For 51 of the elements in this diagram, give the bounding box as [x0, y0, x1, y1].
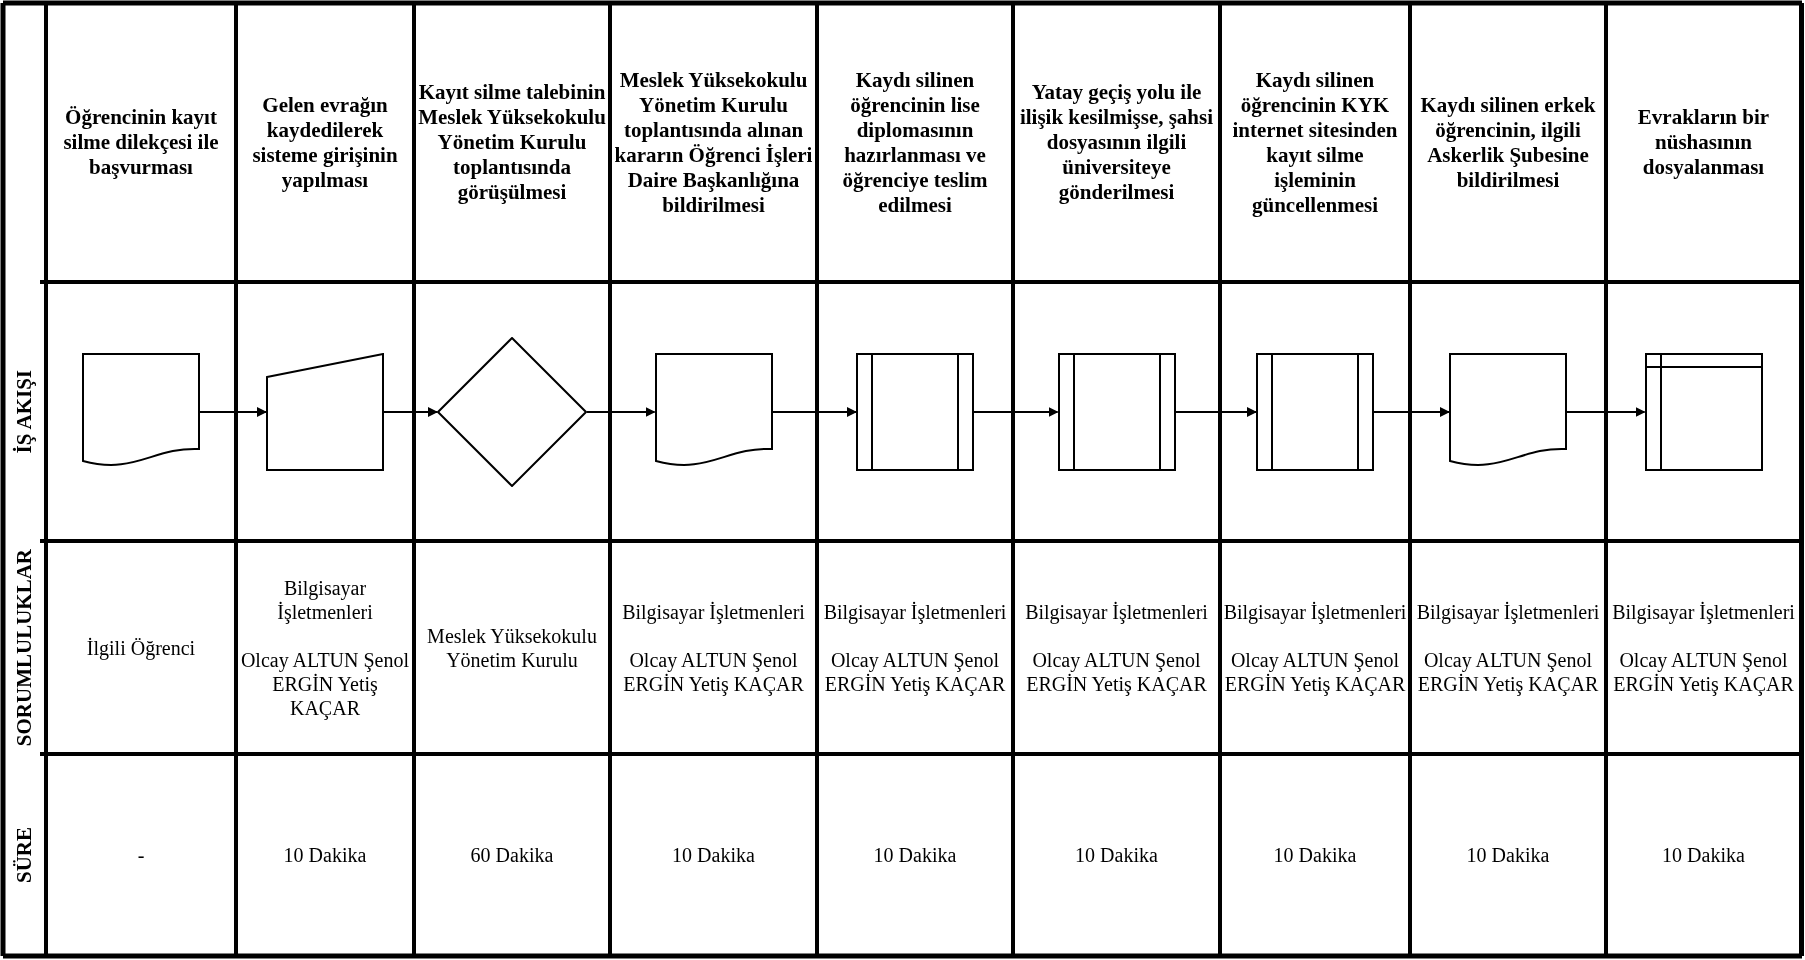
process-box	[1057, 353, 1176, 471]
row-heading: SÜRE	[12, 827, 37, 884]
duration-text: 10 Dakika	[283, 843, 367, 867]
process-box	[1644, 353, 1763, 471]
arrow	[586, 407, 656, 417]
step-heading: Kaydı silinen öğrencinin lise diplomasının hazırlanması ve öğrenciye teslim edilmesi	[841, 67, 989, 218]
step-heading: Kaydı silinen öğrencinin KYK internet sitesinden kayıt silme işleminin güncellenmesi	[1231, 67, 1399, 218]
responsible-text: Bilgisayar İşletmenleri	[276, 575, 374, 624]
duration-text: 10 Dakika	[1662, 843, 1745, 867]
duration-text: -	[137, 843, 145, 867]
manual-input-shape	[266, 353, 384, 471]
duration-text: 10 Dakika	[672, 843, 755, 867]
responsible-text: Olcay ALTUN Şenol ERGİN Yetiş KAÇAR	[239, 647, 411, 720]
arrow	[199, 407, 267, 417]
responsible-text: Bilgisayar İşletmenleri	[1612, 599, 1795, 624]
arrow	[771, 407, 857, 417]
duration-text: 10 Dakika	[1075, 843, 1158, 867]
responsible-text: İlgili Öğrenci	[86, 635, 196, 660]
responsible-text: Olcay ALTUN Şenol ERGİN Yetiş KAÇAR	[1416, 647, 1600, 696]
row-heading: İŞ AKIŞI	[12, 370, 37, 454]
arrow	[1174, 407, 1257, 417]
arrow	[973, 407, 1059, 417]
step-heading: Kaydı silinen erkek öğrencinin, ilgili Askerlik Şubesine bildirilmesi	[1419, 92, 1597, 193]
process-box	[856, 353, 974, 471]
responsible-text: Olcay ALTUN Şenol ERGİN Yetiş KAÇAR	[1025, 647, 1208, 696]
responsible-text: Bilgisayar İşletmenleri	[1416, 599, 1600, 624]
step-heading: Yatay geçiş yolu ile ilişik kesilmişse, şahsi dosyasının ilgili üniversiteye gönderilmesi	[1018, 80, 1215, 205]
responsible-text: Bilgisayar İşletmenleri	[1223, 599, 1407, 624]
responsible-text: Olcay ALTUN Şenol ERGİN Yetiş KAÇAR	[622, 647, 805, 696]
responsible-text: Bilgisayar İşletmenleri	[1025, 599, 1208, 624]
step-heading: Öğrencinin kayıt silme dilekçesi ile başvurması	[62, 105, 220, 180]
responsible-text: Olcay ALTUN Şenol ERGİN Yetiş KAÇAR	[1612, 647, 1795, 696]
responsible-text: Olcay ALTUN Şenol ERGİN Yetiş KAÇAR	[823, 647, 1007, 696]
decision-diamond	[437, 337, 587, 487]
responsible-text: Olcay ALTUN Şenol ERGİN Yetiş KAÇAR	[1223, 647, 1407, 696]
step-heading: Meslek Yüksekokulu Yönetim Kurulu toplantısında alınan kararın Öğrenci İşleri Daire Başkanlığına bildirilmesi	[613, 67, 814, 218]
duration-text: 10 Dakika	[1273, 843, 1357, 867]
duration-text: 10 Dakika	[873, 843, 957, 867]
row-heading: SORUMLULUKLAR	[12, 549, 37, 747]
arrow	[1566, 407, 1646, 417]
arrow	[383, 407, 438, 417]
step-heading: Kayıt silme talebinin Meslek Yüksekokulu Yönetim Kurulu toplantısında görüşülmesi	[417, 80, 607, 205]
arrow	[1373, 407, 1450, 417]
responsible-text: Meslek Yüksekokulu Yönetim Kurulu	[426, 623, 598, 672]
duration-text: 10 Dakika	[1466, 843, 1550, 867]
responsible-text: Bilgisayar İşletmenleri	[823, 599, 1007, 624]
responsible-text: Bilgisayar İşletmenleri	[622, 599, 805, 624]
step-heading: Gelen evrağın kaydedilerek sisteme girişinin yapılması	[251, 92, 399, 193]
process-box	[1256, 353, 1374, 471]
step-heading: Evrakların bir nüshasının dosyalanması	[1636, 105, 1771, 180]
duration-text: 60 Dakika	[470, 843, 554, 867]
